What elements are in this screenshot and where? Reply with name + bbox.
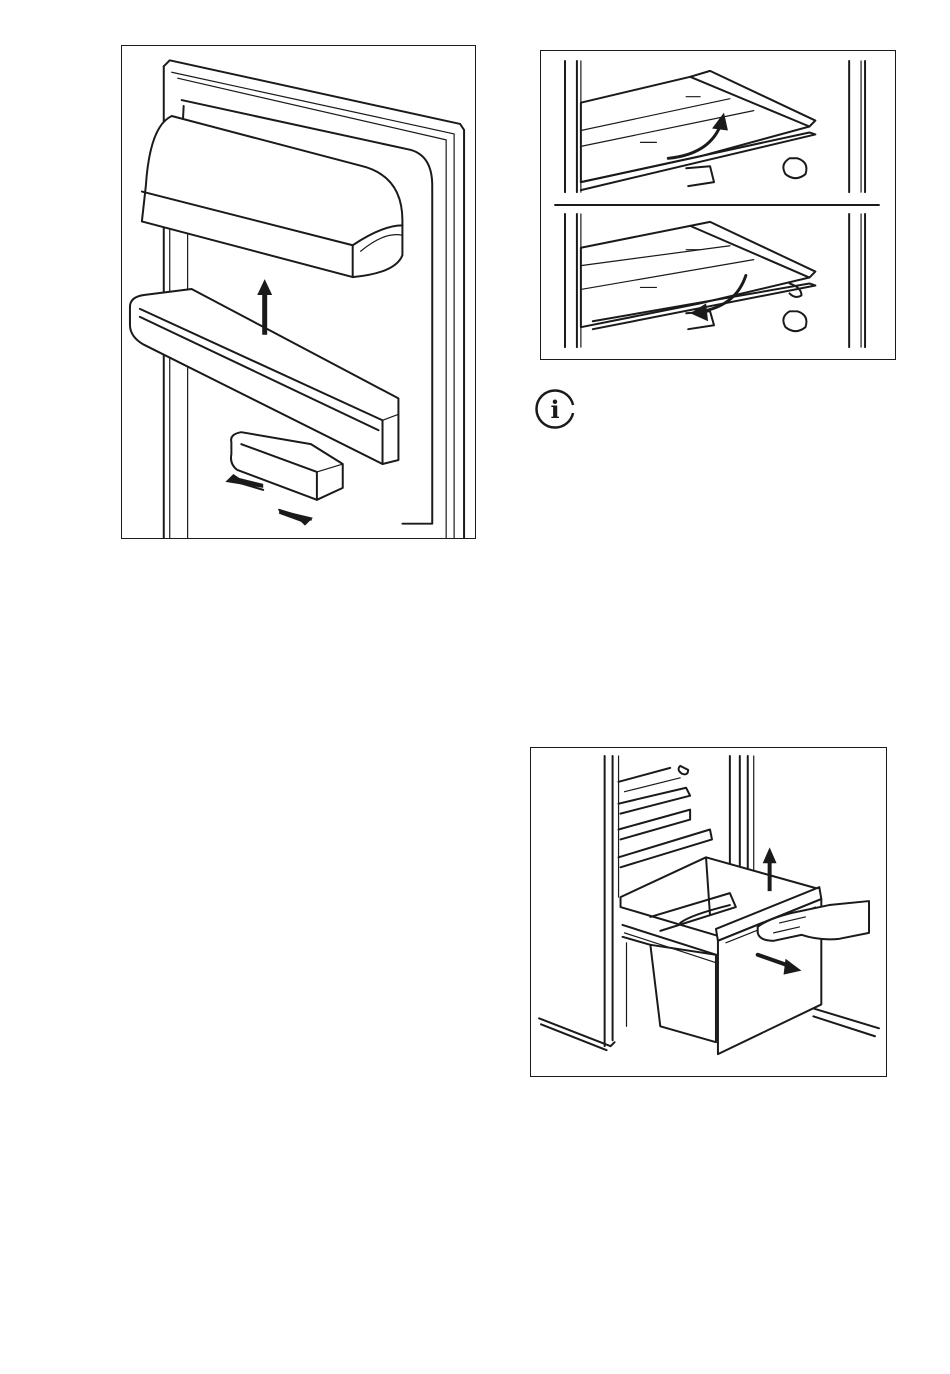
drawer-removal-figure bbox=[530, 747, 887, 1077]
info-icon: i bbox=[534, 388, 576, 430]
drawer-pull-illustration bbox=[531, 748, 886, 1076]
shelf-tilt-illustration bbox=[541, 51, 895, 359]
door-shelf-figure bbox=[121, 45, 476, 539]
shelf-position-figure bbox=[540, 50, 896, 360]
door-balcony-illustration bbox=[122, 46, 475, 538]
info-glyph: i bbox=[550, 395, 559, 424]
